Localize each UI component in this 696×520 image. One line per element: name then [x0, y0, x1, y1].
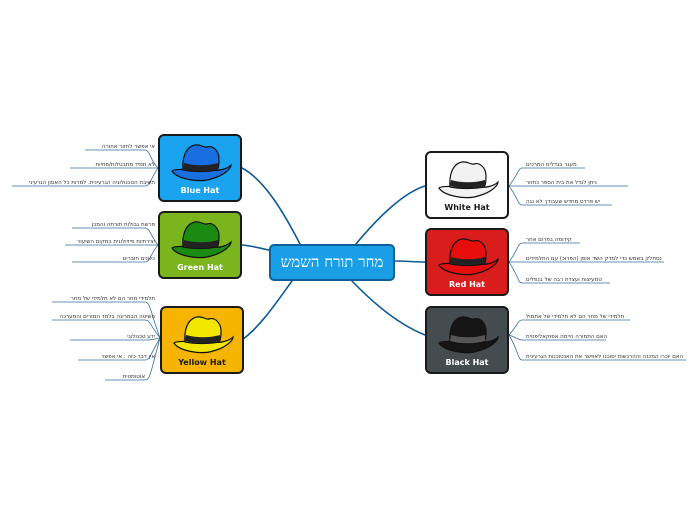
- green-leaf-2[interactable]: יצירתיות פיזיולוגית במקום השיעור: [77, 239, 155, 245]
- black-leaf-1[interactable]: תלמידי של מחר הם לא תלמידי של אתמול: [526, 314, 625, 320]
- yellow-leaf-4[interactable]: אין דבר כזה : אי אפשר: [101, 354, 155, 360]
- black-hat-icon: [438, 316, 499, 354]
- leaf-link-yellow: [52, 301, 161, 381]
- red-hat-icon: [438, 238, 499, 276]
- green-hat-label: Green Hat: [177, 263, 223, 272]
- black-leaf-3[interactable]: האם יוכרו המכנה וההרגשות יסוכגו לאפשר את…: [526, 354, 684, 360]
- yellow-leaf-3[interactable]: ידע טכנולוגי: [127, 334, 155, 340]
- blue-leaf-3[interactable]: חשיבת הטכנולוגיה הגרעינית. למרות כל האסו…: [29, 180, 155, 186]
- yellow-hat-label: Yellow Hat: [178, 358, 226, 367]
- green-leaf-3[interactable]: כיוונים חוברים: [122, 256, 155, 262]
- leaf-link-white: [508, 167, 628, 206]
- white-leaf-2[interactable]: ניתן לגדל את בית הספר כחזור: [526, 180, 597, 186]
- white-hat-icon: [438, 161, 499, 199]
- yellow-hat-icon: [173, 316, 234, 354]
- red-hat-node[interactable]: Red Hat: [425, 228, 509, 296]
- link-black: [351, 280, 426, 336]
- red-leaf-3[interactable]: טמעיצות ועצדת רבה של בנפלים: [526, 277, 602, 283]
- central-topic[interactable]: מחר תורח השמש: [269, 244, 395, 281]
- red-hat-label: Red Hat: [448, 280, 485, 289]
- blue-leaf-2[interactable]: לא תמיד מתבטלות/פחיות: [95, 162, 155, 168]
- blue-hat-node[interactable]: Blue Hat: [158, 134, 242, 202]
- blue-hat-label: Blue Hat: [180, 186, 220, 195]
- link-yellow: [241, 280, 293, 341]
- white-leaf-3[interactable]: יש פרדס מחדש שעבודך לא נגה: [526, 199, 601, 205]
- white-hat-label: White Hat: [444, 203, 490, 212]
- green-hat-icon: [171, 221, 232, 259]
- blue-leaf-1[interactable]: אי אפשר לחזור אחורה: [102, 144, 155, 150]
- blue-hat-icon: [171, 144, 232, 182]
- yellow-leaf-1[interactable]: תלמידי מחר הם לא תלמידי של מחר: [70, 296, 155, 302]
- central-topic-title: מחר תורח השמש: [280, 253, 384, 271]
- black-hat-label: Black Hat: [445, 358, 489, 367]
- leaf-link-black: [508, 319, 686, 361]
- link-red: [394, 260, 426, 263]
- yellow-hat-node[interactable]: Yellow Hat: [160, 306, 244, 374]
- yellow-leaf-5[interactable]: אוטומטית: [122, 374, 145, 380]
- white-hat-node[interactable]: White Hat: [425, 151, 509, 219]
- black-leaf-2[interactable]: האם התמורה היימה אפוקאליפטית: [526, 334, 608, 340]
- green-leaf-1[interactable]: פרשת גבולות תורתה והמכן: [91, 222, 155, 228]
- link-blue: [241, 167, 301, 245]
- leaf-link-red: [508, 242, 664, 284]
- leaf-link-green: [65, 227, 159, 263]
- link-white: [355, 185, 426, 245]
- black-hat-node[interactable]: Black Hat: [425, 306, 509, 374]
- leaf-link-blue: [12, 149, 159, 187]
- white-leaf-1[interactable]: מעגר בגדלים המרכים: [526, 162, 577, 168]
- yellow-leaf-2[interactable]: השיטה הבמרונה בלמד המורים והמערכה: [59, 314, 155, 320]
- green-hat-node[interactable]: Green Hat: [158, 211, 242, 279]
- red-leaf-1[interactable]: קידומה בפרום אחר: [526, 237, 572, 243]
- red-leaf-2[interactable]: נסתלק בשמש כדי למדק השד אופן (הפרוכ) עם …: [526, 256, 662, 262]
